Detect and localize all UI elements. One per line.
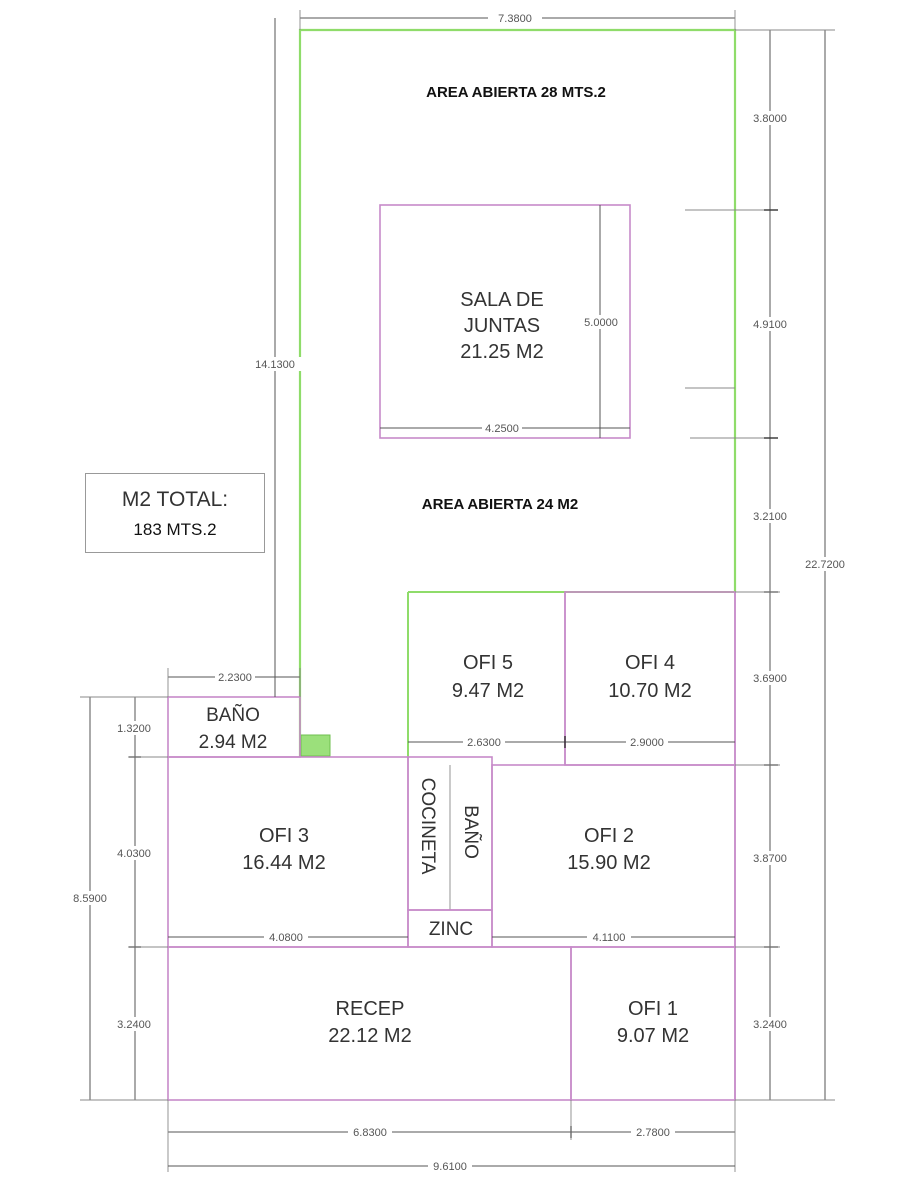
dim-bano-width: 2.2300 xyxy=(218,672,252,684)
ofi4-label: OFI 4 xyxy=(625,652,675,674)
ofi3-area: 16.44 M2 xyxy=(242,852,325,874)
recep-area: 22.12 M2 xyxy=(328,1025,411,1047)
dim-left-recep: 3.2400 xyxy=(117,1019,151,1031)
rooms xyxy=(167,591,736,1101)
zinc-label: ZINC xyxy=(429,919,473,940)
ofi2-area: 15.90 M2 xyxy=(567,852,650,874)
sala-label-line2: JUNTAS xyxy=(464,315,540,337)
upper-area-outline xyxy=(298,28,737,757)
dim-right-open: 3.2100 xyxy=(753,511,787,523)
dim-ofi1-width: 2.7800 xyxy=(636,1127,670,1139)
dim-top-width: 7.3800 xyxy=(498,13,532,25)
dim-bano-height: 1.3200 xyxy=(117,723,151,735)
dim-recep-width: 6.8300 xyxy=(353,1127,387,1139)
total-area-title: M2 TOTAL: xyxy=(121,488,229,511)
dim-left-lower-total: 8.5900 xyxy=(73,893,107,905)
ofi3-label: OFI 3 xyxy=(259,825,309,847)
dim-right-top: 3.8000 xyxy=(753,113,787,125)
dim-bottom-total: 9.6100 xyxy=(433,1161,467,1173)
ofi5-area: 9.47 M2 xyxy=(452,680,524,702)
dim-right-recep: 3.2400 xyxy=(753,1019,787,1031)
bano2-label: BAÑO xyxy=(460,805,482,859)
dim-right-total: 22.7200 xyxy=(805,559,845,571)
dim-ofi5-width: 2.6300 xyxy=(467,737,501,749)
dim-right-ofi2: 3.8700 xyxy=(753,853,787,865)
bano1-label: BAÑO xyxy=(206,704,260,726)
ofi1-label: OFI 1 xyxy=(628,998,678,1020)
total-area-box: M2 TOTAL: 183 MTS.2 xyxy=(85,473,265,553)
dim-left-upper: 14.1300 xyxy=(255,359,295,371)
cocineta-label: COCINETA xyxy=(417,778,438,875)
dim-sala-width: 4.2500 xyxy=(485,423,519,435)
ofi2-label: OFI 2 xyxy=(584,825,634,847)
dim-right-ofi45: 3.6900 xyxy=(753,673,787,685)
total-area-value: 183 MTS.2 xyxy=(133,520,217,539)
dim-left-ofi3: 4.0300 xyxy=(117,848,151,860)
dim-sala-height: 5.0000 xyxy=(584,317,618,329)
open-area-middle-label: AREA ABIERTA 24 M2 xyxy=(422,496,578,513)
recep-room xyxy=(167,946,572,1101)
ofi4-area: 10.70 M2 xyxy=(608,680,691,702)
ofi5-label: OFI 5 xyxy=(463,652,513,674)
dimension-labels: 7.3800 3.8000 4.9100 3.2100 3.6900 3.870… xyxy=(64,10,852,1173)
sala-area: 21.25 M2 xyxy=(460,341,543,363)
open-area-top-label: AREA ABIERTA 28 MTS.2 xyxy=(426,84,606,101)
ofi1-room xyxy=(570,946,736,1101)
dim-ofi2-width: 4.1100 xyxy=(593,932,626,944)
bano1-area: 2.94 M2 xyxy=(199,732,268,753)
recep-label: RECEP xyxy=(336,998,405,1020)
sala-de-juntas-room xyxy=(379,204,631,439)
dim-ofi3-width: 4.0800 xyxy=(269,932,303,944)
ofi1-area: 9.07 M2 xyxy=(617,1025,689,1047)
dim-ofi4-width: 2.9000 xyxy=(630,737,664,749)
dim-right-sala: 4.9100 xyxy=(753,319,787,331)
shower-hatch xyxy=(300,734,331,757)
room-labels: SALA DE JUNTAS 21.25 M2 OFI 5 9.47 M2 OF… xyxy=(199,289,692,1047)
sala-label-line1: SALA DE xyxy=(460,289,543,311)
